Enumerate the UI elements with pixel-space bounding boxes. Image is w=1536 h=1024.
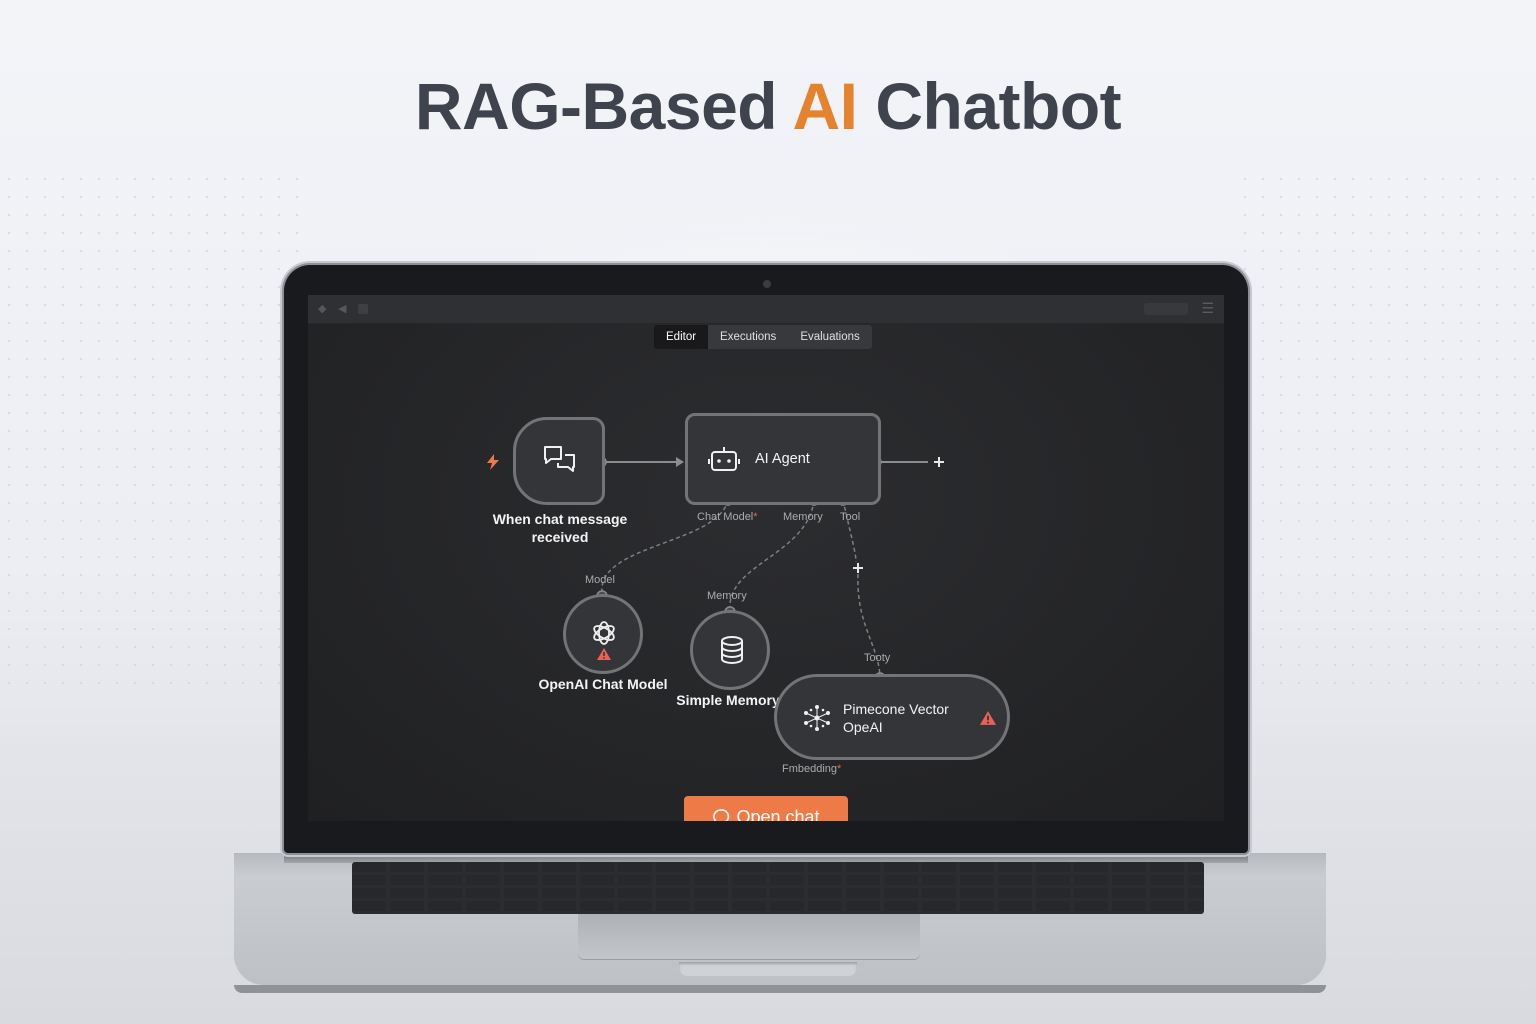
add-tool-plus-icon[interactable] [851,561,865,575]
chat-bubbles-icon [544,446,575,472]
required-mark: * [837,763,842,775]
workflow-canvas[interactable]: When chat message received AI Agent Chat… [308,324,1224,821]
simple-memory-label: Simple Memory [676,692,780,708]
model-port-label: Model [585,574,615,586]
pinecone-tool-port-label: Tooty [864,652,891,664]
tab-executions[interactable]: Executions [720,331,777,343]
dot-pattern-right [1236,170,1536,690]
wire-arrow [676,457,684,467]
simple-memory-node[interactable] [690,610,770,690]
lid-notch [679,962,857,976]
tool-wire-top [842,499,857,563]
laptop-hinge [284,853,1248,863]
add-node-plus-icon[interactable] [932,455,946,469]
trackpad [578,914,920,960]
chat-model-port-label: Chat Model* [697,511,758,523]
memory-port-label: Memory [783,511,823,523]
memory-wire [729,499,815,609]
laptop-lid: ◆ ◀ ☰ [284,265,1248,853]
openai-icon [593,621,615,645]
square-icon[interactable] [358,304,368,314]
openai-label: OpenAI Chat Model [538,676,668,692]
pinecone-label-line1: Pimecone Vector [843,701,949,717]
connection-wires [595,456,928,760]
keyboard [352,862,1204,914]
trigger-label: When chat message received [480,510,640,546]
lightning-bolt-icon [487,454,499,470]
pinecone-icon [804,705,830,731]
menu-icon[interactable]: ☰ [1201,300,1214,316]
ai-agent-label: AI Agent [755,451,810,467]
page-title: RAG-Based AI Chatbot [0,68,1536,144]
trigger-label-line1: When chat message [492,511,628,527]
warning-icon [980,711,996,725]
diamond-icon[interactable]: ◆ [318,303,327,315]
title-accent: AI [792,69,859,143]
trigger-node[interactable] [513,417,605,505]
title-part-1: RAG-Based [414,69,793,143]
top-right-control[interactable] [1144,303,1188,315]
view-tabs: Editor Executions Evaluations [654,325,872,349]
openai-chat-model-node[interactable] [563,594,643,674]
embedding-port-text: Fmbedding [782,763,838,775]
app-top-bar: ◆ ◀ ☰ [308,295,1224,324]
back-arrow-icon[interactable]: ◀ [338,303,347,315]
app-window: ◆ ◀ ☰ [308,295,1224,821]
required-mark: * [753,511,758,523]
trigger-label-line2: received [531,529,589,545]
chat-model-wire [601,499,729,593]
tool-port-label: Tool [840,511,861,523]
tab-evaluations[interactable]: Evaluations [800,331,860,343]
pinecone-label-line2: OpeAI [843,719,883,735]
tab-editor[interactable]: Editor [654,325,709,349]
tool-wire-bottom [857,573,881,677]
robot-icon [708,447,740,471]
pinecone-label: Pimecone Vector OpeAI [843,700,949,736]
database-icon [721,636,743,664]
laptop-foot [234,985,1326,993]
chat-icon [713,809,730,821]
ai-agent-node[interactable]: AI Agent [685,413,881,505]
dot-pattern-left [0,170,300,690]
open-chat-label: Open chat [736,807,820,821]
warning-icon [597,648,611,660]
open-chat-button[interactable]: Open chat [684,796,848,821]
title-part-2: Chatbot [857,69,1122,143]
chat-model-port-text: Chat Model [697,511,754,523]
webcam [763,280,771,288]
memory-node-port-label: Memory [707,590,747,602]
embedding-port-label: Fmbedding* [782,763,841,775]
pinecone-vector-node[interactable]: Pimecone Vector OpeAI [774,674,1010,760]
